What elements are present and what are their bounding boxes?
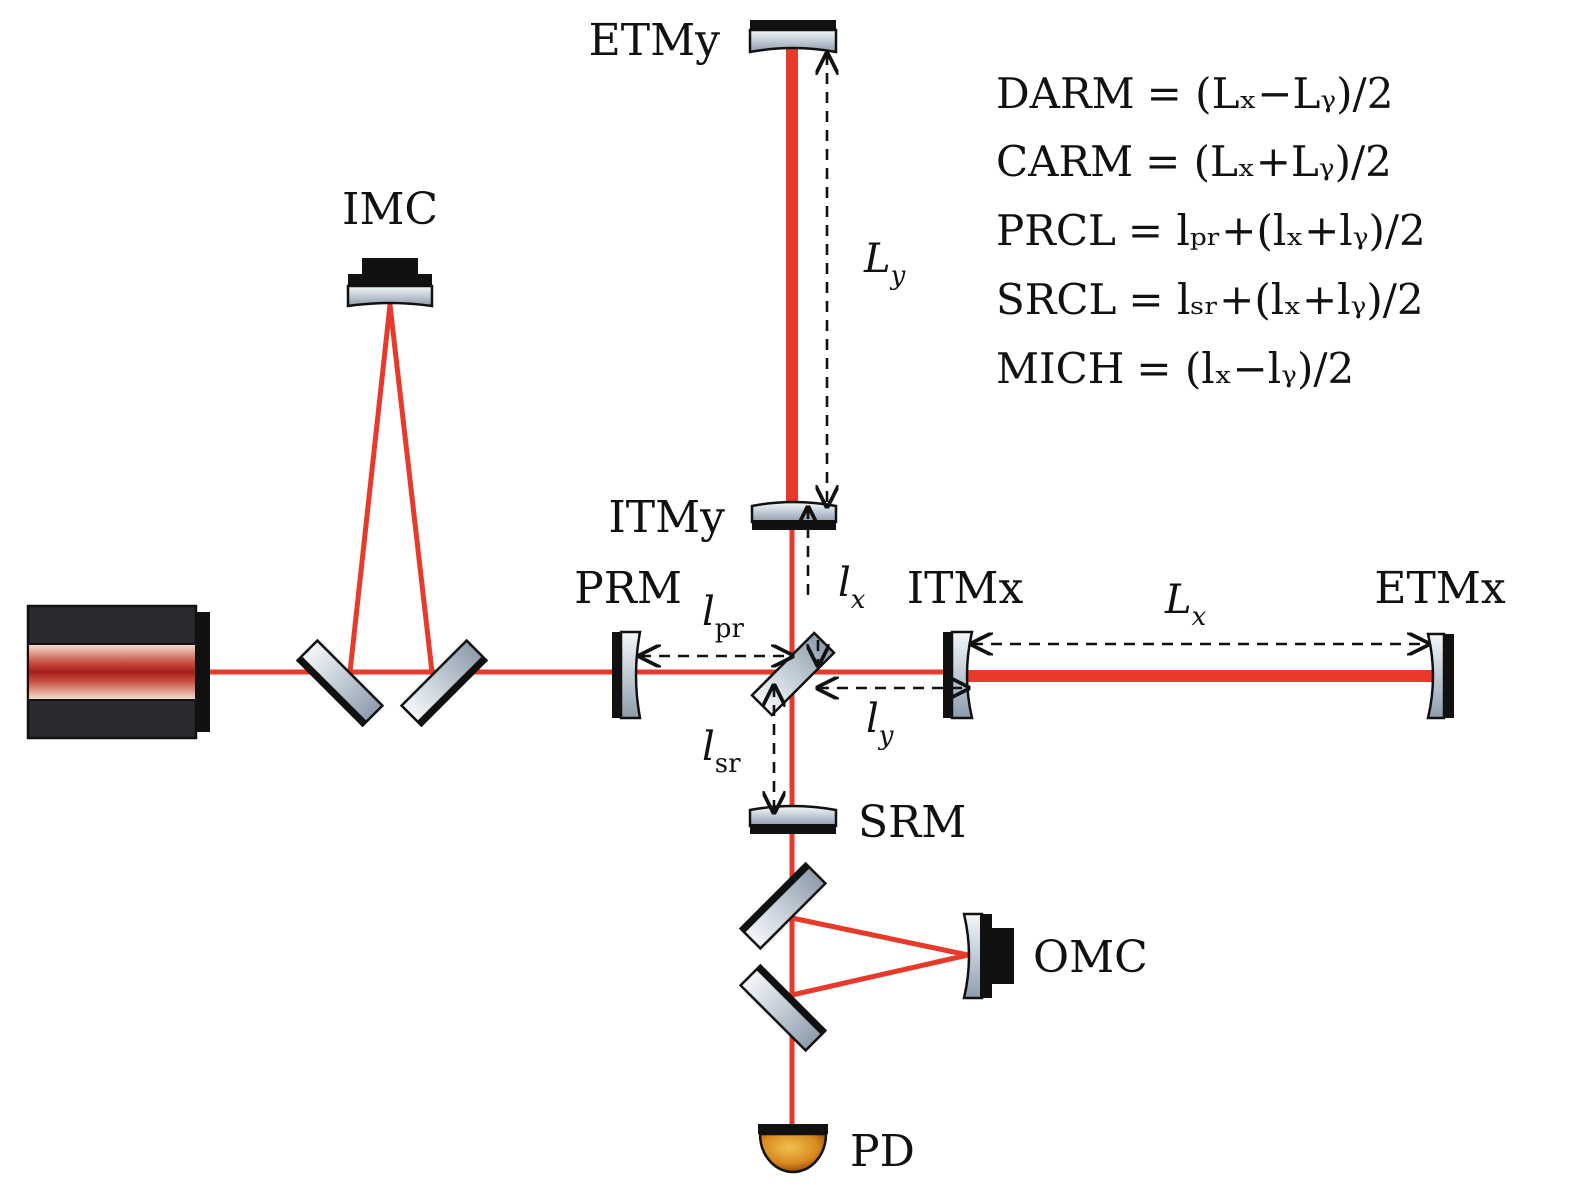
itmy-label: ITMy [608, 492, 725, 543]
prm-mirror [612, 630, 642, 720]
equation-row: SRCL= lₛᵣ+(lₓ+lᵧ)/2 [996, 275, 1424, 324]
laser-source [26, 604, 210, 740]
equation-row: PRCL= lₚᵣ+(lₓ+lᵧ)/2 [996, 206, 1426, 255]
etmy-mirror [748, 20, 838, 54]
ly-label: ly [866, 696, 894, 751]
etmy-label: ETMy [589, 15, 721, 66]
ly-arm-label: Ly [863, 236, 906, 291]
omc-mirror [962, 912, 1014, 1000]
etmx-label: ETMx [1374, 563, 1506, 614]
srm-label: SRM [858, 797, 966, 848]
srm-mirror [748, 804, 838, 834]
equation-row: CARM= (Lₓ+Lᵧ)/2 [996, 137, 1392, 186]
imc-label: IMC [342, 184, 438, 235]
omc-label: OMC [1033, 932, 1148, 983]
lpr-label: lpr [702, 589, 744, 644]
omc-steering-mirror-bottom [738, 963, 828, 1053]
equation-row: MICH= (lₓ−lᵧ)/2 [996, 344, 1354, 393]
equation-row: DARM= (Lₓ−Lᵧ)/2 [996, 69, 1393, 118]
prm-label: PRM [574, 563, 682, 614]
itmx-label: ITMx [907, 563, 1024, 614]
photodiode [758, 1124, 828, 1174]
imc-steering-mirror-left [295, 638, 385, 728]
pd-label: PD [850, 1126, 915, 1177]
equation-block: DARM= (Lₓ−Lᵧ)/2 CARM= (Lₓ+Lᵧ)/2 PRCL= lₚ… [996, 69, 1426, 393]
lx-arm-label: Lx [1164, 577, 1207, 632]
imc-steering-mirror-right [399, 638, 489, 728]
imc-mirror [346, 258, 434, 308]
length-arrows [640, 54, 1428, 812]
itmx-mirror [943, 630, 974, 720]
lx-label: lx [838, 560, 866, 615]
lsr-label: lsr [702, 724, 741, 779]
etmx-mirror [1426, 632, 1454, 720]
omc-steering-mirror-top [738, 861, 828, 951]
itmy-mirror [750, 500, 838, 530]
